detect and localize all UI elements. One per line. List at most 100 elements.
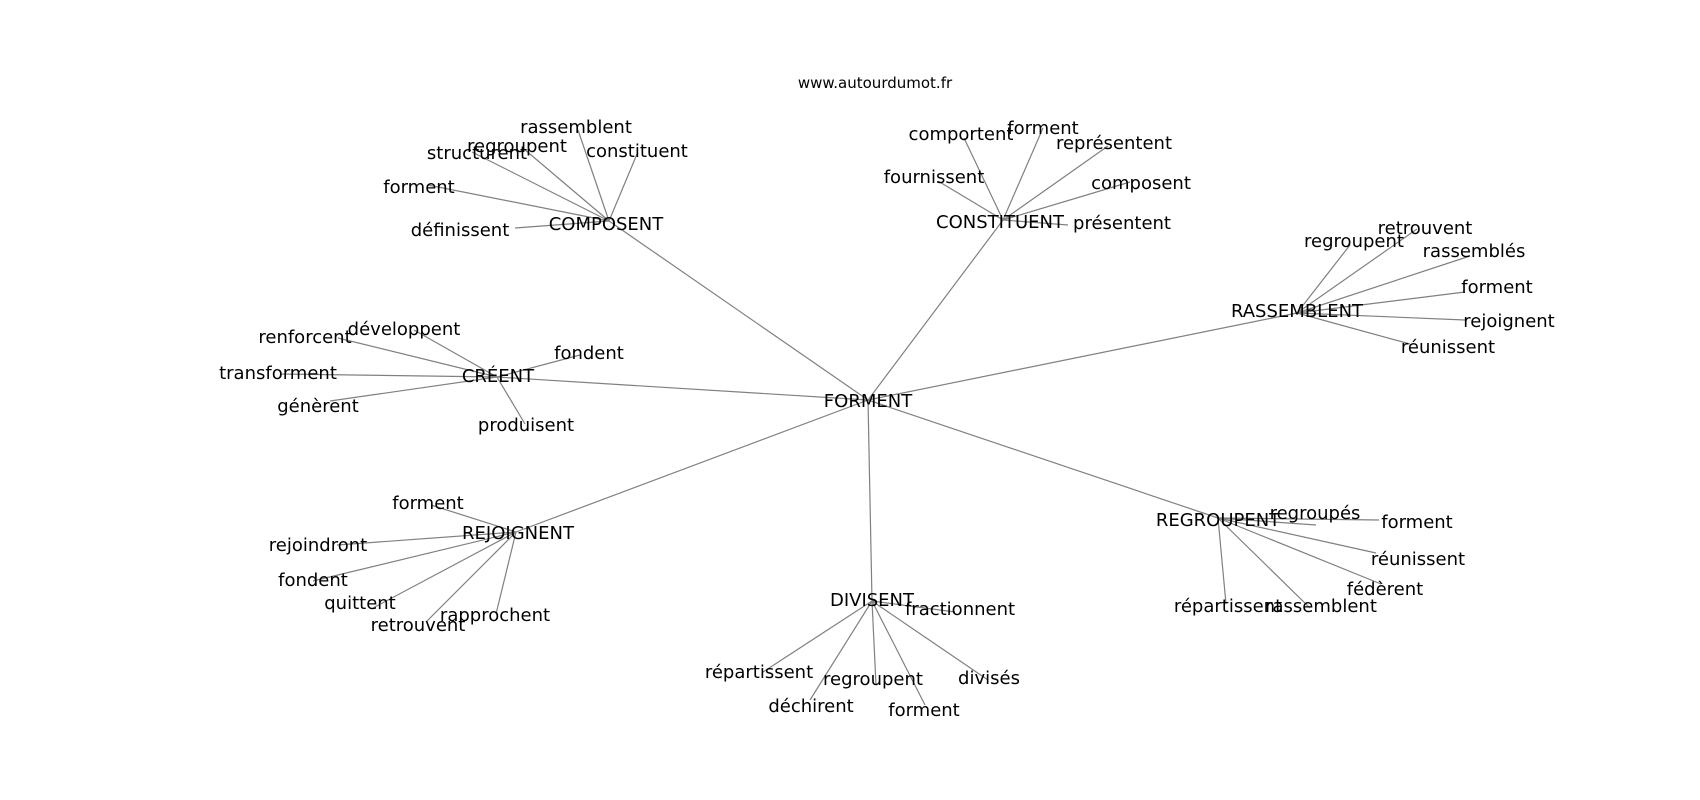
leaf-word-divisent-4[interactable]: déchirent xyxy=(768,696,853,717)
edge-rassemblent-leaf-2 xyxy=(1296,255,1471,314)
edge-composent-leaf-0 xyxy=(577,129,610,222)
edge-regroupent-leaf-3 xyxy=(1217,517,1382,585)
edge-creent-leaf-1 xyxy=(337,337,498,378)
edge-rejoignent-leaf-0 xyxy=(430,504,517,533)
leaf-word-rassemblent-4[interactable]: rejoignent xyxy=(1463,311,1554,332)
leaf-word-creent-0[interactable]: développent xyxy=(348,319,461,340)
edge-rejoignent-leaf-3 xyxy=(372,531,517,609)
leaf-word-rassemblent-5[interactable]: réunissent xyxy=(1401,337,1495,358)
leaf-word-creent-5[interactable]: produisent xyxy=(478,415,574,436)
leaf-word-rejoignent-5[interactable]: retrouvent xyxy=(371,615,466,636)
leaf-word-composent-0[interactable]: rassemblent xyxy=(520,117,632,138)
leaf-word-regroupent-3[interactable]: fédèrent xyxy=(1347,579,1423,600)
edge-rassemblent-leaf-5 xyxy=(1296,312,1411,345)
edge-regroupent-leaf-2 xyxy=(1217,517,1377,554)
edge-composent-leaf-5 xyxy=(514,220,610,229)
leaf-word-creent-2[interactable]: fondent xyxy=(554,343,624,364)
edge-rassemblent-leaf-0 xyxy=(1296,228,1418,314)
leaf-word-creent-4[interactable]: génèrent xyxy=(277,396,359,417)
leaf-word-rassemblent-3[interactable]: forment xyxy=(1461,277,1533,298)
root-word[interactable]: FORMENT xyxy=(824,391,913,412)
cluster-word-divisent[interactable]: DIVISENT xyxy=(830,590,915,611)
leaf-word-rassemblent-2[interactable]: rassemblés xyxy=(1423,241,1526,262)
edge-layer xyxy=(279,127,1471,706)
edge-composent-leaf-3 xyxy=(608,153,638,222)
cluster-word-composent[interactable]: COMPOSENT xyxy=(549,214,665,235)
cluster-word-regroupent[interactable]: REGROUPENT xyxy=(1156,510,1281,531)
edge-divisent-leaf-3 xyxy=(871,600,989,681)
cluster-word-creent[interactable]: CRÉENT xyxy=(462,365,535,387)
leaf-word-constituent-2[interactable]: représentent xyxy=(1056,133,1172,154)
leaf-word-divisent-1[interactable]: répartissent xyxy=(705,662,813,683)
edge-rejoignent-leaf-1 xyxy=(336,531,517,546)
leaf-word-regroupent-4[interactable]: répartissent xyxy=(1174,596,1282,617)
edge-divisent-leaf-1 xyxy=(762,600,873,673)
leaf-word-rejoignent-1[interactable]: rejoindront xyxy=(269,535,367,556)
leaf-word-rassemblent-0[interactable]: retrouvent xyxy=(1378,218,1473,239)
edge-rassemblent-leaf-3 xyxy=(1296,291,1466,314)
edge-divisent-leaf-4 xyxy=(809,600,873,701)
leaf-word-regroupent-5[interactable]: rassemblent xyxy=(1265,596,1377,617)
leaf-word-constituent-0[interactable]: comportent xyxy=(909,124,1014,145)
leaf-word-regroupent-1[interactable]: forment xyxy=(1381,512,1453,533)
leaf-word-regroupent-2[interactable]: réunissent xyxy=(1371,549,1465,570)
edge-divisent-leaf-5 xyxy=(871,600,926,706)
leaf-word-creent-3[interactable]: transforment xyxy=(219,363,337,384)
edge-rassemblent-leaf-1 xyxy=(1296,244,1351,314)
leaf-word-divisent-3[interactable]: divisés xyxy=(958,668,1020,689)
edge-constituent-leaf-5 xyxy=(1002,219,1069,226)
leaf-word-divisent-0[interactable]: fractionnent xyxy=(905,599,1015,620)
leaf-word-constituent-5[interactable]: présentent xyxy=(1073,213,1171,234)
site-label: www.autourdumot.fr xyxy=(798,74,953,92)
edge-regroupent-leaf-0 xyxy=(1217,517,1317,526)
leaf-word-composent-3[interactable]: constituent xyxy=(586,141,688,162)
cluster-word-rassemblent[interactable]: RASSEMBLENT xyxy=(1231,301,1364,322)
edge-constituent-leaf-1 xyxy=(1002,127,1044,221)
leaf-word-rejoignent-4[interactable]: rapprochent xyxy=(440,605,550,626)
edge-divisent-leaf-2 xyxy=(871,600,877,686)
leaf-word-creent-1[interactable]: renforcent xyxy=(258,327,351,348)
edge-rejoignent-leaf-2 xyxy=(312,531,517,582)
edge-divisent-leaf-0 xyxy=(871,600,956,613)
edge-creent-leaf-4 xyxy=(329,376,498,402)
edge-rassemblent-leaf-4 xyxy=(1296,312,1466,321)
edge-creent-leaf-2 xyxy=(496,354,581,378)
leaf-word-rejoignent-0[interactable]: forment xyxy=(392,493,464,514)
leaf-word-rassemblent-1[interactable]: regroupent xyxy=(1304,231,1404,252)
edge-rejoignent-leaf-5 xyxy=(425,531,517,623)
edge-root-to-constituent xyxy=(867,219,1004,401)
edge-constituent-leaf-4 xyxy=(1002,181,1131,221)
edge-creent-leaf-5 xyxy=(496,376,526,425)
edge-composent-leaf-4 xyxy=(427,184,610,222)
edge-creent-leaf-3 xyxy=(279,373,498,378)
edge-regroupent-leaf-5 xyxy=(1217,517,1311,609)
edge-root-to-composent xyxy=(608,220,869,401)
leaf-word-constituent-1[interactable]: forment xyxy=(1007,118,1079,139)
leaf-word-composent-2[interactable]: regroupent xyxy=(467,136,567,157)
leaf-word-regroupent-0[interactable]: regroupés xyxy=(1270,503,1361,524)
cluster-word-constituent[interactable]: CONSTITUENT xyxy=(936,212,1065,233)
edge-root-to-creent xyxy=(496,376,869,401)
leaf-word-constituent-3[interactable]: fournissent xyxy=(884,167,985,188)
edge-regroupent-leaf-1 xyxy=(1217,517,1380,521)
leaf-word-constituent-4[interactable]: composent xyxy=(1091,173,1191,194)
leaf-word-composent-4[interactable]: forment xyxy=(383,177,455,198)
edge-composent-leaf-2 xyxy=(523,148,610,222)
edge-rejoignent-leaf-4 xyxy=(495,531,517,615)
label-layer: www.autourdumot.fr FORMENT COMPOSENT rasse… xyxy=(219,74,1555,721)
leaf-word-rejoignent-2[interactable]: fondent xyxy=(278,570,348,591)
edge-root-to-rejoignent xyxy=(515,399,869,533)
edge-composent-leaf-1 xyxy=(471,151,610,222)
edge-creent-leaf-0 xyxy=(413,329,498,378)
edge-root-to-regroupent xyxy=(867,399,1219,519)
edge-constituent-leaf-2 xyxy=(1002,145,1109,221)
cluster-word-rejoignent[interactable]: REJOIGNENT xyxy=(462,523,575,544)
leaf-word-composent-1[interactable]: structurent xyxy=(427,143,527,164)
edge-constituent-leaf-0 xyxy=(963,137,1004,221)
leaf-word-divisent-5[interactable]: forment xyxy=(888,700,960,721)
leaf-word-composent-5[interactable]: définissent xyxy=(411,220,510,241)
leaf-word-divisent-2[interactable]: regroupent xyxy=(823,669,923,690)
leaf-word-rejoignent-3[interactable]: quittent xyxy=(324,593,396,614)
